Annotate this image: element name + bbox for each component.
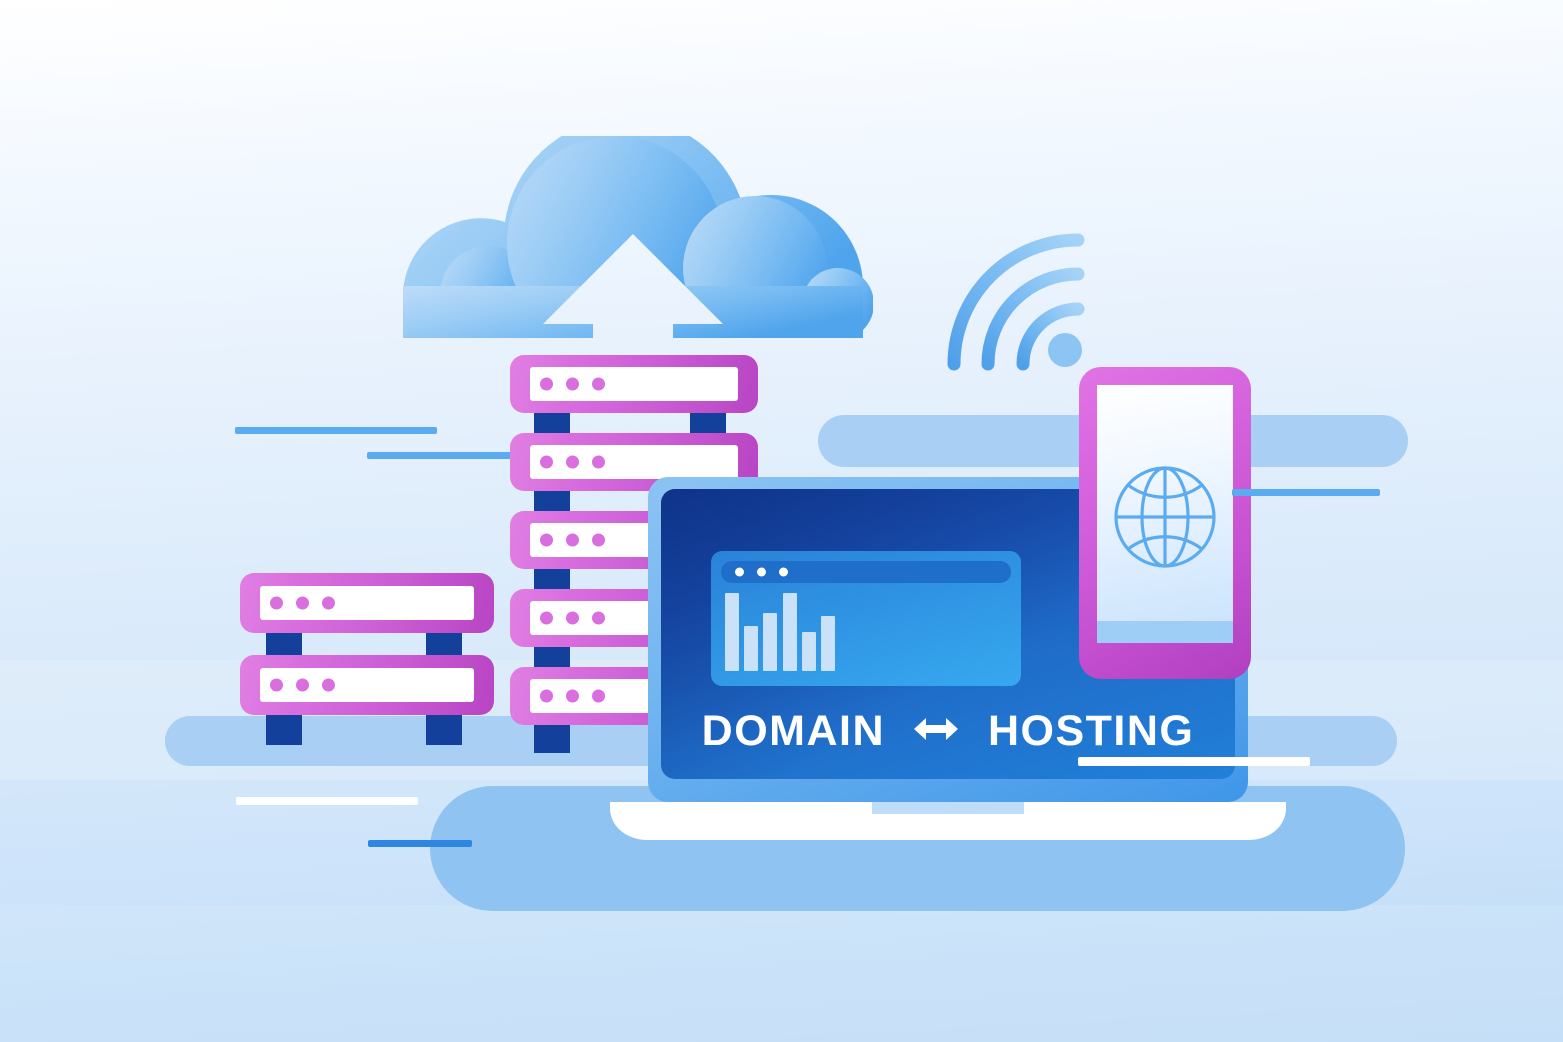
chart-bar xyxy=(725,593,739,671)
server-indicator-dot xyxy=(592,689,605,703)
chart-bar xyxy=(763,612,778,671)
mobile-phone-device xyxy=(1079,367,1251,679)
background-band-lower xyxy=(0,905,1563,1042)
server-slot xyxy=(260,586,474,620)
wifi-signal-icon xyxy=(936,222,1096,371)
server-indicator-dot xyxy=(592,611,605,625)
server-indicator-dot xyxy=(270,678,283,692)
server-indicator-dot xyxy=(322,678,335,692)
laptop-base-shape xyxy=(610,802,1286,840)
server-indicator-dot xyxy=(566,611,579,625)
server-indicator-dot xyxy=(540,611,553,625)
server-indicator-dot xyxy=(566,377,579,391)
rack-leg xyxy=(426,713,462,745)
chart-bar xyxy=(801,632,816,671)
chart-bar xyxy=(821,616,835,671)
tall-server-rack xyxy=(510,355,758,753)
wifi-arcs xyxy=(947,233,1085,371)
server-indicator-dot xyxy=(540,533,553,547)
server-indicator-dot xyxy=(322,596,335,610)
cloud-shape xyxy=(403,117,874,352)
bar-chart xyxy=(725,593,835,671)
browser-traffic-dot xyxy=(757,567,766,577)
browser-traffic-dot xyxy=(779,567,788,577)
decor-line-white-right xyxy=(1078,757,1310,766)
globe-icon xyxy=(1111,463,1219,571)
server-unit[interactable] xyxy=(510,355,758,413)
rack-leg xyxy=(266,713,302,745)
server-indicator-dot xyxy=(566,533,579,547)
server-indicator-dot xyxy=(296,678,309,692)
server-indicator-dot xyxy=(592,455,605,469)
browser-titlebar xyxy=(721,561,1011,583)
server-indicator-dot xyxy=(566,455,579,469)
server-indicator-dot xyxy=(566,689,579,703)
server-slot xyxy=(530,367,738,401)
decor-line-white-left xyxy=(236,797,418,805)
phone-screen-footer xyxy=(1097,621,1233,643)
chart-bar xyxy=(744,625,759,671)
decor-line-phone xyxy=(1232,489,1380,496)
chart-bar xyxy=(782,593,797,671)
server-indicator-dot xyxy=(270,596,283,610)
server-indicator-dot xyxy=(592,533,605,547)
server-indicator-dot xyxy=(540,377,553,391)
server-slot xyxy=(530,445,738,479)
laptop-base xyxy=(610,802,1286,840)
decor-line-blue-lower xyxy=(368,840,472,847)
wifi-dot xyxy=(1048,333,1082,367)
server-indicator-dot xyxy=(540,689,553,703)
screen-caption: DOMAIN HOSTING xyxy=(661,707,1235,758)
server-slot xyxy=(260,668,474,702)
phone-frame xyxy=(1079,367,1251,679)
browser-window[interactable] xyxy=(711,551,1021,686)
cloud-upload-icon xyxy=(393,117,874,352)
browser-traffic-dot xyxy=(735,567,744,577)
caption-hosting-label: HOSTING xyxy=(987,707,1195,755)
phone-screen[interactable] xyxy=(1097,385,1233,643)
server-indicator-dot xyxy=(592,377,605,391)
server-indicator-dot xyxy=(296,596,309,610)
globe-glyph xyxy=(1114,466,1216,568)
short-server-rack xyxy=(240,573,494,745)
rack-leg xyxy=(534,723,570,753)
server-unit[interactable] xyxy=(240,573,494,633)
server-indicator-dot xyxy=(540,455,553,469)
double-arrow-icon xyxy=(912,706,960,755)
decor-line-blue-upper xyxy=(235,427,437,434)
caption-domain-label: DOMAIN xyxy=(701,707,886,755)
double-arrow-glyph xyxy=(914,718,959,741)
server-unit[interactable] xyxy=(240,655,494,715)
